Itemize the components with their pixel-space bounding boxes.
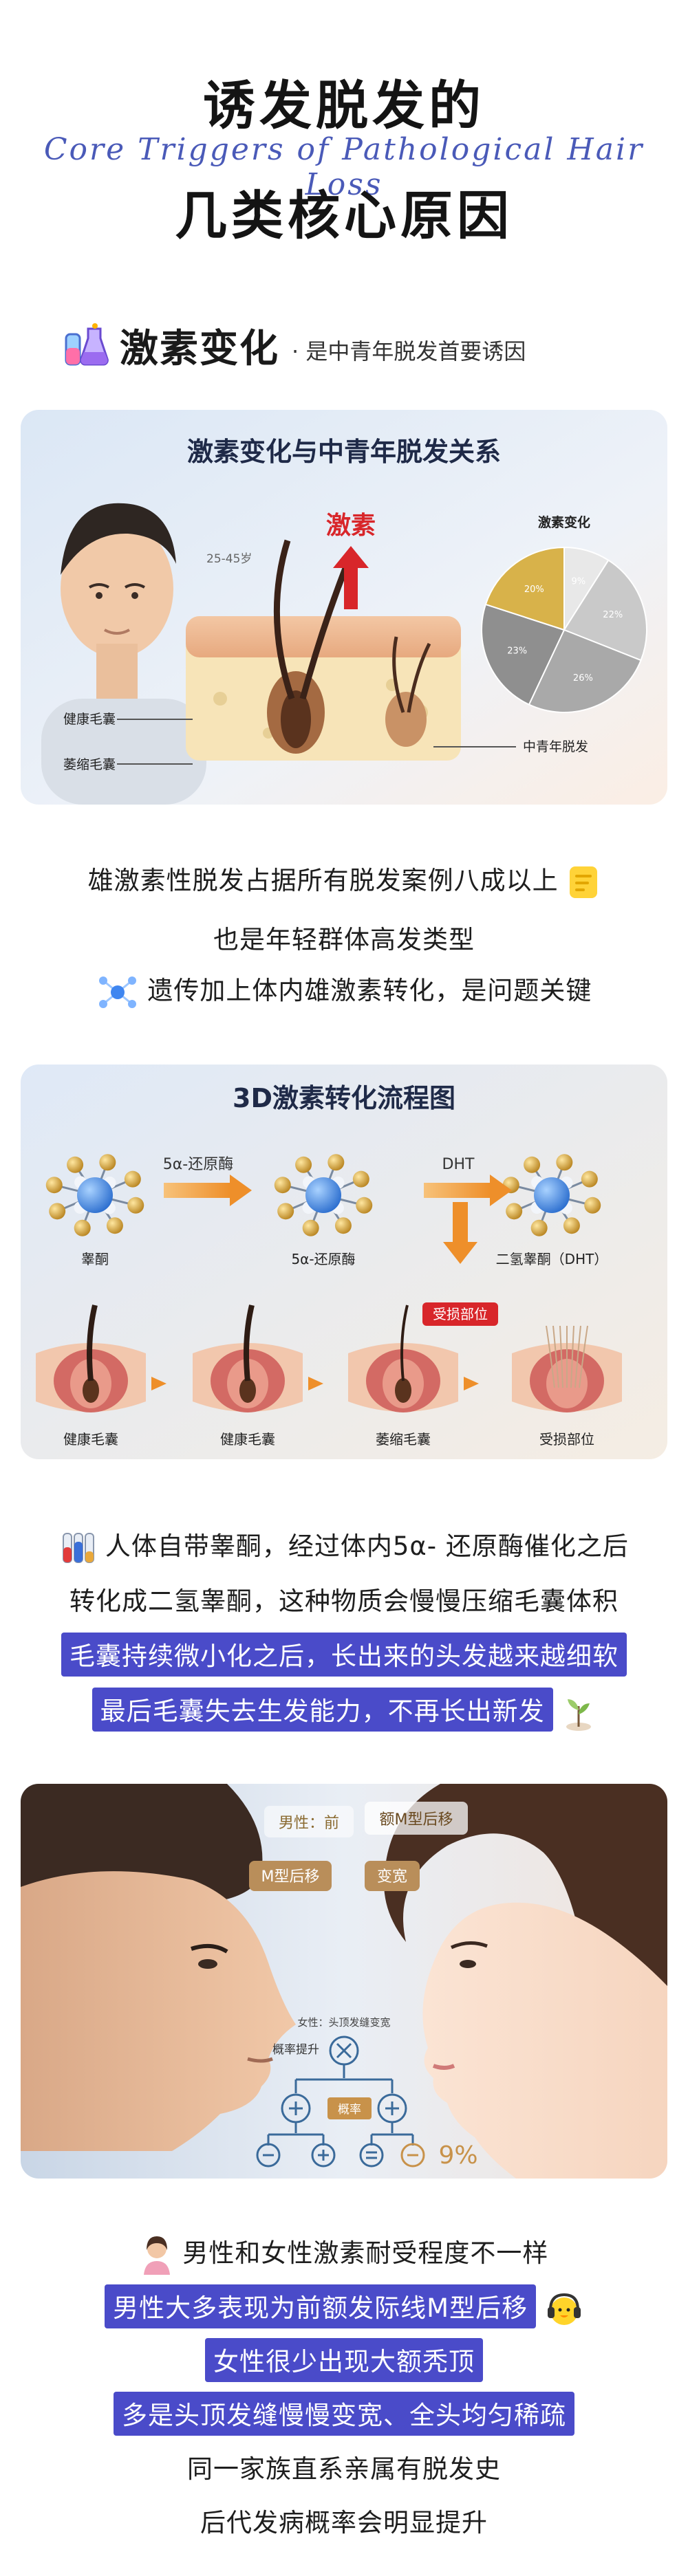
para3-line2: 男性大多表现为前额发际线M型后移: [0, 2284, 688, 2329]
sprout-icon: [566, 1699, 592, 1731]
result-label: 中青年脱发: [523, 739, 588, 754]
arrow-right-icon: [464, 1377, 479, 1390]
follicle-label: 健康毛囊: [220, 1431, 275, 1448]
duck-headphones-icon: [547, 2293, 581, 2325]
m-shift-label: M型后移: [261, 1868, 320, 1886]
para3-line1: 男性和女性激素耐受程度不一样: [0, 2232, 688, 2275]
gender-comparison-card: 男性：前 额M型后移 M型后移 变宽 女性：头顶发缝变宽 概率提升 概率: [21, 1784, 667, 2179]
page-subtitle-script: Core Triggers of Pathological Hair Loss: [43, 132, 645, 202]
follicle-model: [348, 1305, 458, 1412]
percent-label: 9%: [438, 2141, 477, 2170]
arrow-right-icon: [151, 1377, 166, 1390]
card2-title: 3D激素转化流程图: [233, 1083, 455, 1113]
enzyme-label: 5α-还原酶: [163, 1156, 233, 1173]
hormone-pie-chart: 9% 22% 26% 23% 20%: [481, 546, 647, 713]
svg-text:受损部位: 受损部位: [433, 1306, 488, 1322]
arrow-right-icon: [308, 1377, 323, 1390]
widen-label: 变宽: [377, 1868, 407, 1886]
follicle-label: 萎缩毛囊: [376, 1431, 431, 1448]
pie-slice-label: 20%: [524, 585, 544, 595]
healthy-follicle-label: 健康毛囊: [63, 712, 116, 727]
hormone-relation-card: 25-45岁 激素变化与中青年脱发关系 激素: [21, 410, 667, 805]
pie-slice-label: 9%: [571, 577, 585, 587]
page-title-line2: 几类核心原因: [175, 185, 513, 246]
plus-icon: [311, 2143, 336, 2168]
follicle-model: [36, 1305, 146, 1412]
pie-slice: [481, 603, 566, 706]
equals-icon: [359, 2143, 384, 2168]
section-title: 激素变化: [120, 326, 279, 371]
arrow-down-icon: [443, 1242, 477, 1264]
follicle-label: 受损部位: [539, 1431, 594, 1448]
para3-line3: 女性很少出现大额秃顶: [0, 2338, 688, 2382]
woman-icon: [143, 2236, 170, 2275]
pie-slice: [563, 559, 647, 662]
pie-title: 激素变化: [538, 514, 590, 530]
pie-slice-label: 22%: [603, 610, 623, 620]
pie-slice-label: 26%: [573, 673, 593, 684]
male-profile: [21, 1784, 296, 2151]
prob-tag: 概率: [338, 2103, 361, 2117]
para3-line6: 后代发病概率会明显提升: [200, 2508, 488, 2537]
molecule-model: [502, 1154, 601, 1236]
para3-line5: 同一家族直系亲属有脱发史: [187, 2454, 501, 2484]
para1-line1: 雄激素性脱发占据所有脱发案例八成以上: [0, 860, 688, 901]
follicle-label: 健康毛囊: [63, 1431, 118, 1448]
pie-slice: [528, 629, 642, 713]
minus-icon: [256, 2143, 281, 2168]
minus-icon: [400, 2143, 425, 2168]
pie-slice: [484, 546, 565, 631]
age-label: 25-45岁: [206, 552, 252, 566]
para2-line3: 毛囊持续微小化之后，长出来的头发越来越细软: [0, 1633, 688, 1677]
female-label: 女性：头顶发缝变宽: [297, 2016, 390, 2029]
skin-cross-section: [186, 539, 461, 761]
test-tube-icon: [63, 1532, 95, 1563]
para1-line3: 遗传加上体内雄激素转化，是问题关键: [0, 970, 688, 1012]
section-subtitle: · 是中青年脱发首要诱因: [292, 338, 526, 364]
dht-label: DHT: [442, 1156, 475, 1173]
arrow-up-icon: [333, 546, 369, 609]
molecule-icon: [98, 976, 136, 1008]
para3-line4: 多是头顶发缝慢慢变宽、全头均匀稀疏: [0, 2392, 688, 2436]
para2-line1: 人体自带睾酮，经过体内5α- 还原酶催化之后: [0, 1525, 688, 1567]
female-profile: [384, 1784, 667, 2179]
para1-line2: 也是年轻群体高发类型: [213, 925, 475, 954]
man-portrait: [41, 503, 206, 805]
molecule-label: 二氢睾酮（DHT）: [496, 1251, 608, 1267]
pie-slice-label: 23%: [507, 646, 527, 657]
note-icon: [570, 866, 598, 898]
molecule-label: 睾酮: [81, 1251, 109, 1267]
atrophy-follicle-label: 萎缩毛囊: [63, 757, 116, 772]
arrow-right-icon: [490, 1175, 512, 1206]
molecule-model: [274, 1154, 373, 1236]
male-label-a: 男性：前: [279, 1815, 339, 1832]
arrow-right-icon: [230, 1175, 252, 1206]
follicle-model: [512, 1325, 622, 1412]
molecule-model: [45, 1154, 144, 1236]
damage-tag: [422, 1302, 498, 1326]
para2-line4: 最后毛囊失去生发能力，不再长出新发: [0, 1688, 688, 1732]
page-title-line1: 诱发脱发的: [203, 75, 485, 136]
section-header: 激素变化 · 是中青年脱发首要诱因: [61, 318, 526, 373]
hormone-label: 激素: [326, 512, 376, 540]
molecule-label: 5α-还原酶: [291, 1251, 355, 1267]
prob-up-label: 概率提升: [272, 2043, 319, 2057]
card1-title: 激素变化与中青年脱发关系: [187, 437, 501, 467]
male-label-b: 额M型后移: [380, 1811, 453, 1829]
para2-line2: 转化成二氢睾酮，这种物质会慢慢压缩毛囊体积: [69, 1586, 619, 1616]
flask-icon: [65, 323, 109, 366]
follicle-model: [193, 1305, 303, 1412]
